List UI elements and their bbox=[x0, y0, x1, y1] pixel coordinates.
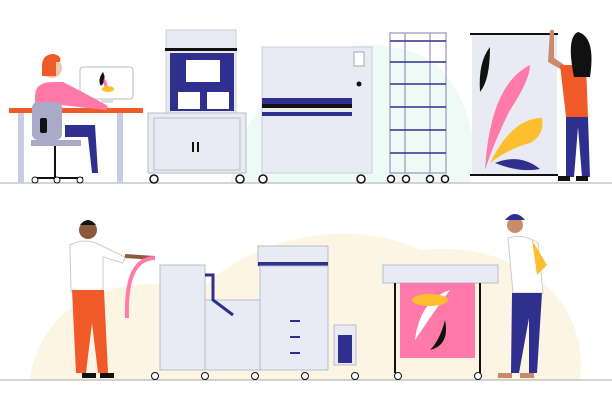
large-oven-machine bbox=[258, 46, 373, 184]
drying-rack bbox=[386, 32, 450, 184]
designer-at-computer bbox=[9, 54, 143, 184]
3d-printer-cabinet bbox=[147, 29, 247, 184]
wide-format-printer-with-man bbox=[382, 214, 547, 380]
production-printer-finisher bbox=[151, 264, 261, 380]
man-holding-paper bbox=[69, 220, 156, 378]
copier bbox=[257, 245, 359, 380]
roll-up-banner-with-woman bbox=[470, 30, 592, 181]
